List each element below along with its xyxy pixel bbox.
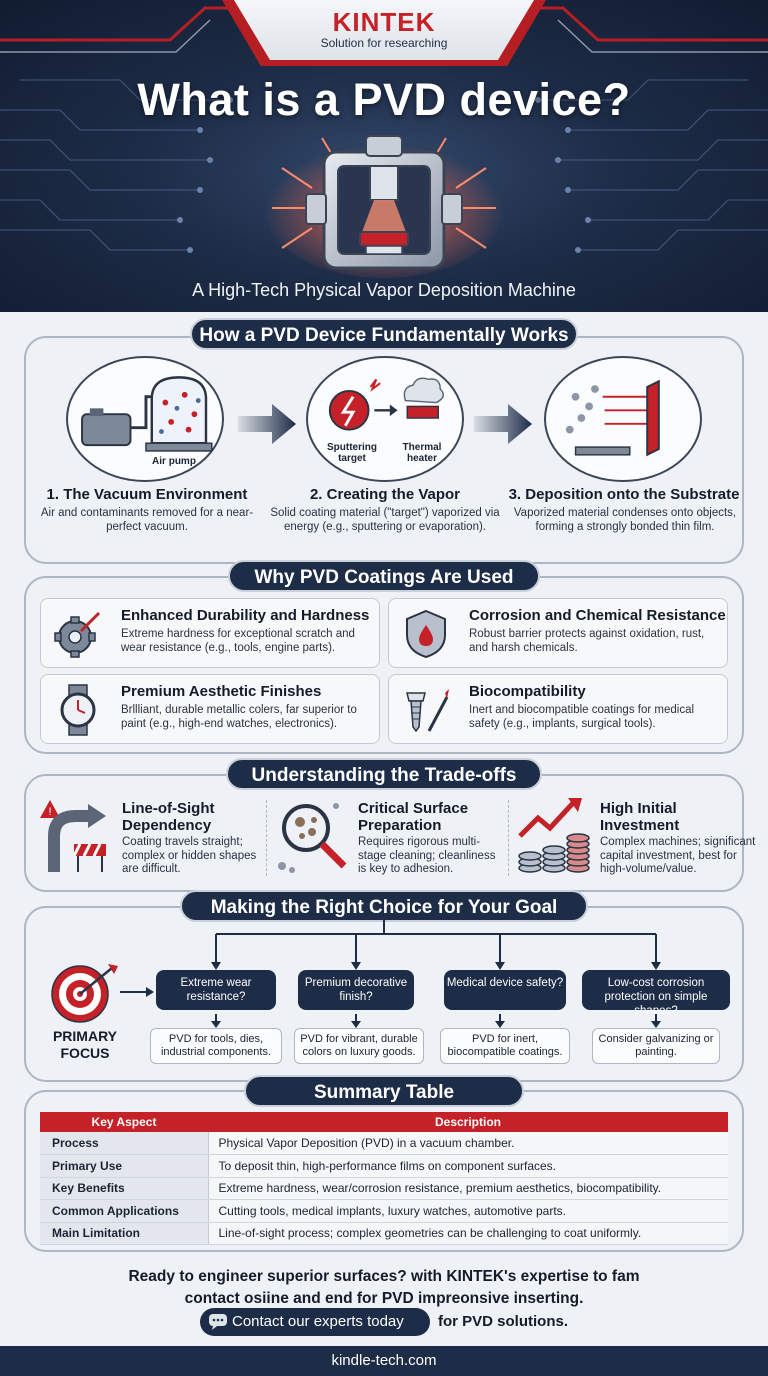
table-cell-aspect: Main Limitation [40,1222,209,1245]
footer-bar: kindle-tech.com [0,1346,768,1376]
benefit-description: Inert and biocompatible coatings for med… [469,704,695,730]
column-header: Key Aspect [40,1112,208,1132]
tradeoff-description: Requires rigorous multi-stage cleaning; … [358,836,496,875]
table-cell-description: To deposit thin, high-performance films … [208,1154,728,1178]
brand-logo-text: KINTEK [332,7,436,37]
magnifier-icon [278,803,347,873]
cta-text-line-2: contact osiine and end for PVD impreonsi… [184,1290,584,1307]
table-row: Process Physical Vapor Deposition (PVD) … [40,1132,728,1155]
table-row: Primary Use To deposit thin, high-perfor… [40,1154,728,1178]
table-row: Common Applications Cutting tools, medic… [40,1199,728,1223]
benefit-title: Biocompatibility [469,683,586,700]
brand-tab: KINTEK Solution for researching [234,0,534,60]
benefit-card: Enhanced Durability and Hardness Extreme… [40,598,380,668]
brand-tagline: Solution for researching [320,36,448,50]
table-cell-aspect: Common Applications [40,1199,209,1223]
page-title: What is a PVD device? [137,74,631,125]
tradeoffs-heading: Understanding the Trade-offs [226,758,542,790]
step-1-description: Air and contaminants removed for a near-… [40,507,254,533]
decision-connectors [120,920,661,1028]
decision-question: Premium decorative finish? [298,970,414,1010]
step-arrow-icon [238,404,296,444]
table-cell-description: Physical Vapor Deposition (PVD) in a vac… [208,1132,728,1155]
contact-experts-button[interactable]: Contact our experts today [200,1308,430,1336]
benefit-title: Enhanced Durability and Hardness [121,607,370,624]
benefit-card: Biocompatibility Inert and biocompatible… [388,674,728,744]
table-cell-description: Cutting tools, medical implants, luxury … [208,1199,728,1223]
tradeoff-title: High Initial Investment [600,800,680,834]
target-icon [51,964,118,1023]
step-3-illustration [544,356,702,482]
chat-icon [209,1314,227,1330]
step-1-title: 1. The Vacuum Environment [46,486,248,503]
benefit-description: Extreme hardness for exceptional scratch… [121,628,355,654]
choice-heading: Making the Right Choice for Your Goal [180,890,588,922]
air-pump-label: Air pump [152,456,196,467]
watch-icon [60,684,96,736]
coins-chart-icon [518,798,590,873]
implant-scalpel-icon [406,689,449,733]
table-row: Key Benefits Extreme hardness, wear/corr… [40,1177,728,1200]
cta-trailing-text: for PVD solutions. [438,1313,569,1330]
table-row: Main Limitation Line-of-sight process; c… [40,1222,728,1245]
shield-drop-icon [406,609,446,659]
how-it-works-heading: How a PVD Device Fundamentally Works [190,318,578,350]
vapor-source-icon [328,377,444,431]
benefit-description: Robust barrier protects against oxidatio… [469,628,705,654]
curved-arrow-warning-icon: ! [40,800,106,872]
table-cell-aspect: Key Benefits [40,1177,209,1200]
column-divider [508,800,509,876]
cta-text-line-1: Ready to engineer superior surfaces? wit… [128,1268,640,1285]
benefit-card: Premium Aesthetic Finishes Brllliant, du… [40,674,380,744]
step-3-description: Vaporized material condenses onto object… [513,507,737,533]
tradeoff-title: Line-of-Sight Dependency [122,800,215,834]
svg-text:!: ! [48,806,51,818]
benefit-card: Corrosion and Chemical Resistance Robust… [388,598,728,668]
summary-table: Key Aspect Description Process Physical … [40,1112,728,1245]
decision-answer: PVD for tools, dies, industrial componen… [150,1028,282,1064]
table-cell-aspect: Process [40,1132,209,1155]
gear-drill-icon [54,611,101,658]
benefit-title: Corrosion and Chemical Resistance [469,607,726,624]
table-cell-aspect: Primary Use [40,1154,209,1178]
column-divider [266,800,267,876]
decision-question: Extreme wear resistance? [156,970,276,1010]
tradeoff-description: Coating travels straight; complex or hid… [122,836,257,875]
primary-focus-label: PRIMARY FOCUS [52,1028,118,1061]
tradeoff-description: Complex machines; significant capital in… [600,836,756,875]
footer-url-link[interactable]: kindle-tech.com [331,1352,437,1369]
step-2-description: Solid coating material ("target") vapori… [270,507,500,533]
vacuum-pump-icon [81,376,213,452]
step-1-illustration: Air pump [66,356,224,482]
decision-question: Low-cost corrosion protection on simple … [582,970,730,1017]
decision-answer: PVD for vibrant, durable colors on luxur… [294,1028,424,1064]
sputtering-target-label: Sputtering target [327,442,377,464]
benefit-description: Brllliant, durable metallic colers, far … [121,704,357,730]
decision-question: Medical device safety? [444,970,566,1010]
step-arrow-icon [474,404,532,444]
table-cell-description: Extreme hardness, wear/corrosion resista… [208,1177,728,1200]
pvd-machine-illustration [264,135,504,278]
thermal-heater-label: Thermal heater [402,442,442,464]
deposition-icon [565,379,660,457]
step-3-title: 3. Deposition onto the Substrate [508,486,740,503]
benefit-title: Premium Aesthetic Finishes [121,683,322,700]
table-cell-description: Line-of-sight process; complex geometrie… [208,1222,728,1245]
tradeoff-title: Critical Surface Preparation [358,800,469,834]
why-used-heading: Why PVD Coatings Are Used [228,560,540,592]
step-2-title: 2. Creating the Vapor [309,486,461,503]
decision-answer: PVD for inert, biocompatible coatings. [440,1028,570,1064]
hero-banner: KINTEK Solution for researching What is … [0,0,768,312]
summary-heading: Summary Table [244,1075,524,1107]
column-header: Description [208,1112,728,1132]
decision-answer: Consider galvanizing or painting. [592,1028,720,1064]
hero-subtitle: A High-Tech Physical Vapor Deposition Ma… [192,280,576,300]
circuit-pattern-decoration [0,6,768,253]
step-2-illustration: Sputtering target Thermal heater [306,356,464,482]
table-header-row: Key Aspect Description [40,1112,728,1132]
contact-button-label: Contact our experts today [232,1313,404,1330]
